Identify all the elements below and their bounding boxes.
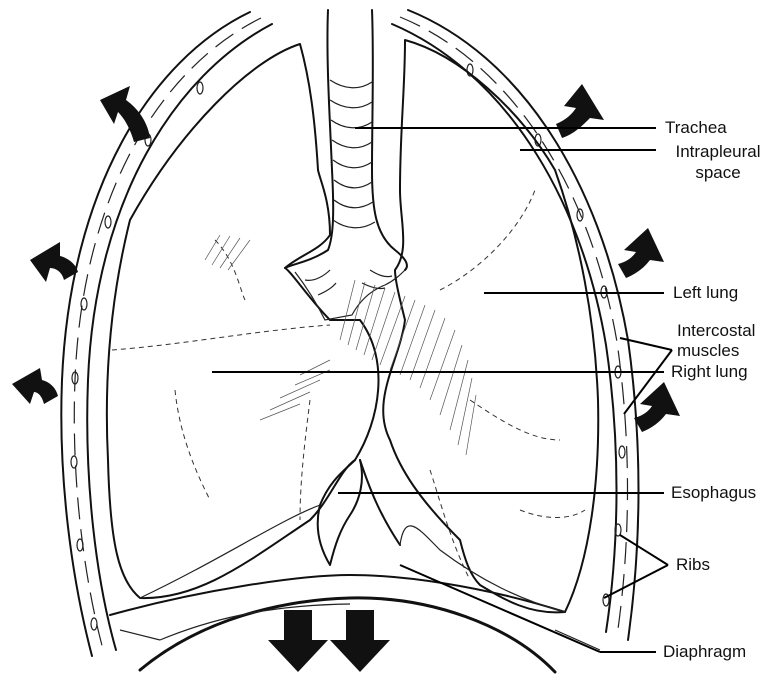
arrow-right-1 <box>556 84 604 138</box>
expansion-arrows-down <box>268 610 390 672</box>
arrow-left-1 <box>100 86 150 142</box>
leader-diaphragm <box>400 565 600 652</box>
arrow-right-3 <box>634 382 680 432</box>
label-diaphragm: Diaphragm <box>663 642 746 661</box>
arrow-down-1 <box>268 610 328 672</box>
arrow-left-3 <box>12 368 58 404</box>
arrow-left-2 <box>30 242 78 282</box>
leader-ribs-a <box>620 535 668 565</box>
right-lung-shape <box>107 44 379 598</box>
mediastinum-hatching <box>205 235 476 455</box>
label-left-lung: Left lung <box>673 283 738 302</box>
label-esophagus: Esophagus <box>671 483 756 502</box>
expansion-arrows-right <box>556 84 680 432</box>
leader-lines <box>212 128 672 652</box>
label-right-lung: Right lung <box>671 362 748 381</box>
arrow-right-2 <box>618 228 664 278</box>
left-chest-wall <box>61 12 272 656</box>
label-ribs: Ribs <box>676 555 710 574</box>
arrow-down-2 <box>330 610 390 672</box>
label-intercostal-line1: Intercostal <box>677 321 755 340</box>
right-chest-wall <box>392 10 639 640</box>
label-intercostal-line2: muscles <box>677 341 739 360</box>
esophagus-shape <box>318 460 400 565</box>
label-intrapleural-line1: Intrapleural <box>658 142 778 161</box>
label-intrapleural-line2: space <box>658 163 778 182</box>
label-trachea: Trachea <box>665 118 727 137</box>
